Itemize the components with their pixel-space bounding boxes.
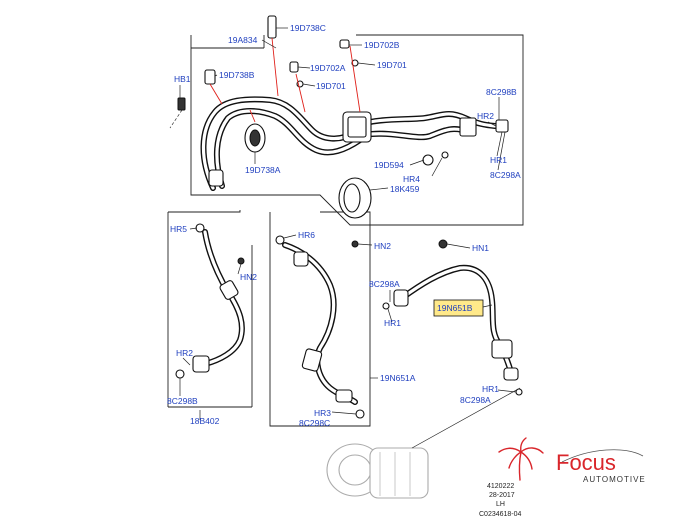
callout-hn2-middle: HN2 [374,241,391,251]
callout-19d738c: 19D738C [290,23,326,33]
cap-19d702b [339,39,350,49]
stamp-line-3: LH [496,501,505,508]
stamp-line-4: C0234618-04 [479,511,522,518]
callout-19a834: 19A834 [228,35,258,45]
palm-tree-icon [498,437,544,481]
callout-18b402: 18B402 [190,416,220,426]
callout-8c298b-lower: 8C298B [167,396,198,406]
callout-18k459: 18K459 [390,184,420,194]
cap-19d702a [289,61,299,73]
callout-19n651b: 19N651B [437,303,473,313]
red-connector-lines [209,37,361,123]
callout-8c298a-top: 8C298A [490,170,521,180]
callout-19d738b: 19D738B [219,70,255,80]
lower-left-frame [167,210,253,408]
callout-hr3: HR3 [314,408,331,418]
stamp-line-2: 28-2017 [489,492,515,499]
callout-hn1: HN1 [472,243,489,253]
callout-8c298b-top: 8C298B [486,87,517,97]
callout-hn2-left: HN2 [240,272,257,282]
callout-19d701-upper: 19D701 [377,60,407,70]
hose-18b402 [175,223,245,379]
callout-hr1-lower: HR1 [482,384,499,394]
upper-pipe-run [200,96,498,191]
callout-19n651a: 19N651A [380,373,416,383]
leader-lines [179,27,517,420]
callout-hb1: HB1 [174,74,191,84]
callout-hr6: HR6 [298,230,315,240]
callout-labels: 19A834 19D738C 19D702B HB1 19D738B 19D70… [167,23,521,428]
brand-tagline: AUTOMOTIVE [583,475,646,484]
callout-8c298a-mid: 8C298A [369,279,400,289]
valve-cap-19d738b [204,69,216,85]
hose-19n651b [382,239,523,396]
callout-19d594: 19D594 [374,160,404,170]
callout-hr4: HR4 [403,174,420,184]
callout-19d702a: 19D702A [310,63,346,73]
callout-hr1-top: HR1 [490,155,507,165]
car-roofline-icon [561,449,644,463]
brand-name: Focus [556,450,616,475]
focus-automotive-logo: Focus AUTOMOTIVE [498,437,646,484]
diagram-stamp: 4120222 28-2017 LH C0234618-04 [479,483,522,518]
callout-19d738a: 19D738A [245,165,281,175]
valve-core-19d738c [267,15,277,39]
callout-19n651b-highlight [433,299,484,317]
callout-hr5: HR5 [170,224,187,234]
pressure-switch-19d594 [422,154,434,166]
hose-19n651a [275,235,365,419]
bolt-hb1 [177,97,186,111]
callout-hr1-mid: HR1 [384,318,401,328]
callout-hr2-top: HR2 [477,111,494,121]
callout-hr2-lower: HR2 [176,348,193,358]
callout-8c298c: 8C298C [299,418,330,428]
callout-19d702b: 19D702B [364,40,400,50]
callout-8c298a-lower: 8C298A [460,395,491,405]
callout-19d701-lower: 19D701 [316,81,346,91]
compressor-illustration [326,443,429,499]
upper-components [177,15,509,219]
stamp-line-1: 4120222 [487,483,514,490]
